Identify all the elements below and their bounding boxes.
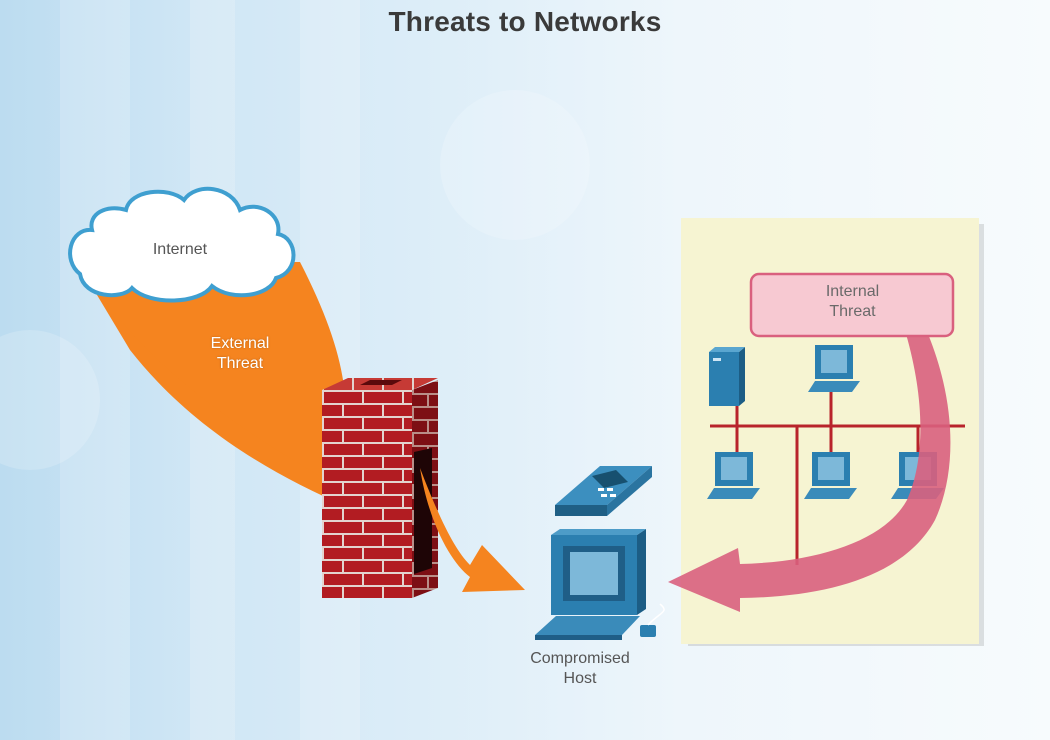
background-bubble [440, 90, 590, 240]
internet-label: Internet [152, 241, 208, 258]
desktop-computer-icon [535, 529, 665, 640]
desktop-computer-icon [808, 345, 860, 392]
desktop-computer-icon [707, 452, 760, 499]
cloud-icon [68, 186, 296, 303]
background-stripe [60, 0, 130, 740]
internal-threat-arrow [668, 334, 951, 612]
server-icon [709, 347, 745, 406]
firewall-icon [322, 378, 438, 598]
desktop-computer-icon [804, 452, 857, 499]
external-threat-arrow [92, 262, 346, 488]
internal-threat-label: Internal Threat [825, 283, 880, 320]
external-threat-arrowhead [420, 468, 525, 592]
internal-threat-box [749, 272, 955, 338]
page-title: Threats to Networks [388, 6, 662, 37]
compromised-host-label: Compromised Host [530, 650, 630, 687]
external-threat-label: External Threat [210, 335, 270, 372]
ip-phone-icon [555, 466, 652, 516]
